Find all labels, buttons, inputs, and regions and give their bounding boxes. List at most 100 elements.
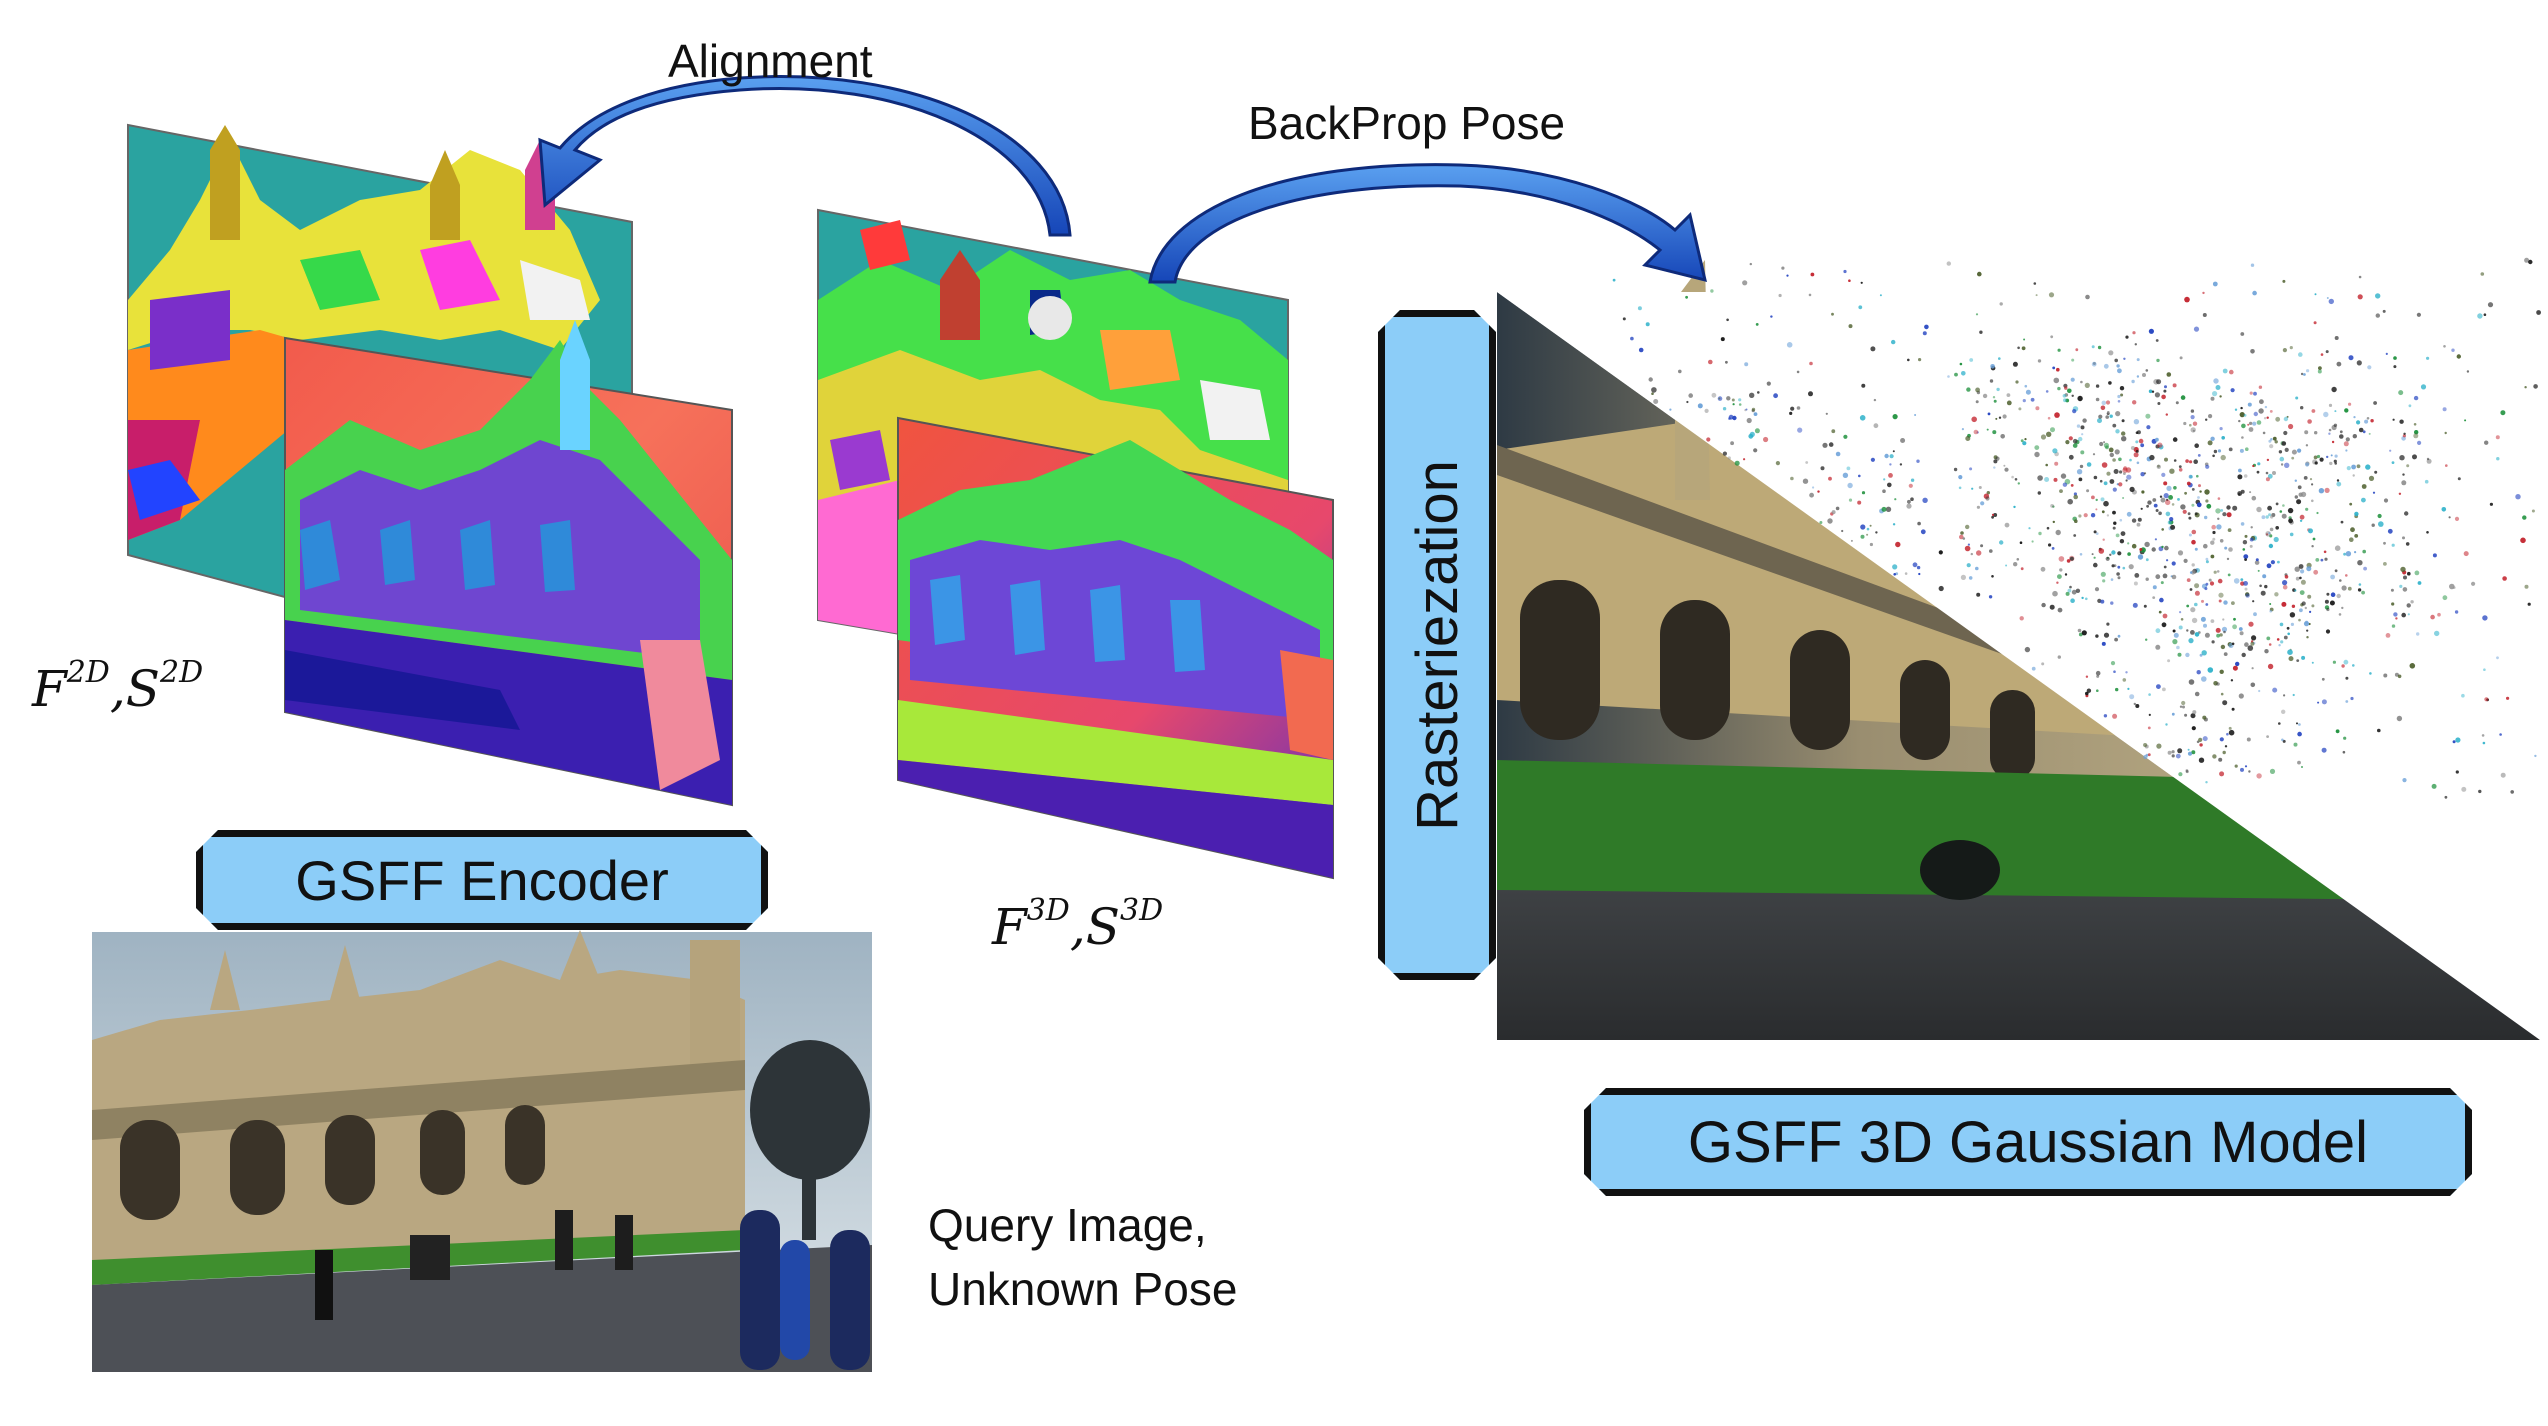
point-cloud-dot [2483, 313, 2487, 317]
point-cloud-dot [2099, 441, 2104, 447]
point-cloud-dot [1904, 572, 1908, 575]
point-cloud-dot [2217, 578, 2223, 584]
point-cloud-dot [2251, 667, 2254, 670]
point-cloud-dot [1637, 306, 1642, 311]
point-cloud-dot [1869, 524, 1872, 527]
point-cloud-dot [2299, 519, 2303, 522]
point-cloud-dot [2115, 429, 2120, 434]
point-cloud-dot [2136, 375, 2140, 378]
point-cloud-dot [2190, 409, 2195, 413]
point-cloud-dot [1651, 392, 1654, 396]
point-cloud-dot [1860, 534, 1865, 539]
point-cloud-dot [2050, 427, 2055, 433]
point-cloud-dot [2114, 358, 2118, 363]
point-cloud-dot [2252, 464, 2255, 468]
point-cloud-dot [2210, 619, 2215, 623]
point-cloud-dot [2283, 635, 2288, 640]
point-cloud-dot [1751, 407, 1756, 412]
point-cloud-dot [2254, 560, 2260, 565]
point-cloud-dot [2263, 417, 2267, 420]
point-cloud-dot [1960, 574, 1966, 581]
point-cloud-dot [2022, 399, 2026, 403]
point-cloud-dot [2240, 522, 2245, 526]
point-cloud-dot [2326, 455, 2329, 459]
point-cloud-dot [1645, 322, 1650, 327]
point-cloud-dot [2182, 705, 2185, 709]
point-cloud-dot [2319, 457, 2324, 462]
point-cloud-dot [2510, 790, 2514, 794]
point-cloud-dot [2448, 516, 2451, 519]
point-cloud-dot [2500, 410, 2506, 416]
point-cloud-dot [2215, 627, 2221, 633]
point-cloud-dot [2059, 568, 2063, 572]
point-cloud-dot [1971, 416, 1977, 423]
point-cloud-dot [2092, 453, 2096, 456]
point-cloud-dot [2336, 479, 2340, 482]
point-cloud-dot [2095, 634, 2099, 638]
point-cloud-dot [2252, 290, 2257, 296]
point-cloud-dot [1966, 563, 1971, 568]
point-cloud-dot [2269, 410, 2273, 413]
point-cloud-dot [2401, 612, 2406, 618]
point-cloud-dot [1976, 592, 1981, 597]
point-cloud-dot [2037, 475, 2043, 481]
point-cloud-dot [2186, 578, 2191, 582]
point-cloud-dot [2034, 451, 2040, 458]
point-cloud-dot [2357, 588, 2362, 592]
point-cloud-dot [2495, 435, 2500, 440]
point-cloud-dot [1722, 451, 1727, 456]
point-cloud-dot [2164, 545, 2169, 551]
point-cloud-dot [1697, 403, 1703, 409]
point-cloud-dot [2417, 581, 2422, 585]
point-cloud-dot [2125, 671, 2128, 674]
point-cloud-dot [2188, 516, 2192, 520]
point-cloud-dot [2326, 297, 2329, 299]
point-cloud-dot [2033, 282, 2037, 285]
point-cloud-dot [1812, 486, 1815, 489]
point-cloud-dot [2108, 350, 2114, 356]
point-cloud-dot [2015, 380, 2019, 384]
point-cloud-dot [2094, 587, 2100, 592]
point-cloud-dot [2406, 464, 2410, 468]
point-cloud-dot [2524, 257, 2530, 263]
point-cloud-dot [2148, 389, 2153, 394]
point-cloud-dot [2397, 674, 2402, 679]
point-cloud-dot [1848, 498, 1853, 502]
point-cloud-dot [2295, 576, 2300, 581]
point-cloud-dot [2253, 411, 2258, 417]
point-cloud-dot [1781, 266, 1785, 270]
point-cloud-dot [2128, 564, 2134, 570]
point-cloud-dot [2520, 537, 2526, 544]
point-cloud-dot [2147, 726, 2151, 730]
point-cloud-dot [2191, 563, 2195, 567]
point-cloud-dot [2238, 627, 2243, 631]
point-cloud-dot [2409, 663, 2416, 669]
point-cloud-dot [2248, 770, 2251, 773]
point-cloud-dot [1810, 272, 1815, 277]
point-cloud-dot [2371, 523, 2375, 527]
point-cloud-dot [2249, 421, 2253, 425]
point-cloud-dot [1998, 416, 2002, 419]
point-cloud-dot [1809, 492, 1814, 498]
point-cloud-dot [2234, 408, 2238, 411]
point-cloud-dot [1722, 407, 1727, 411]
point-cloud-dot [2244, 558, 2248, 561]
point-cloud-dot [2200, 616, 2206, 622]
point-cloud-dot [1732, 403, 1735, 406]
point-cloud-dot [2391, 543, 2395, 547]
point-cloud-dot [2093, 530, 2097, 534]
point-cloud-dot [2175, 753, 2181, 759]
point-cloud-dot [2167, 520, 2172, 525]
point-cloud-dot [2037, 491, 2042, 495]
point-cloud-dot [2078, 477, 2083, 482]
point-cloud-dot [2158, 444, 2164, 450]
point-cloud-dot [2401, 480, 2407, 486]
point-cloud-dot [1622, 317, 1626, 321]
point-cloud-dot [2284, 575, 2289, 579]
point-cloud-dot [1786, 342, 1793, 348]
point-cloud-dot [2110, 601, 2114, 605]
point-cloud-dot [2017, 482, 2021, 485]
point-cloud-dot [2241, 436, 2244, 439]
point-cloud-dot [2482, 741, 2486, 745]
point-cloud-dot [2073, 494, 2078, 500]
